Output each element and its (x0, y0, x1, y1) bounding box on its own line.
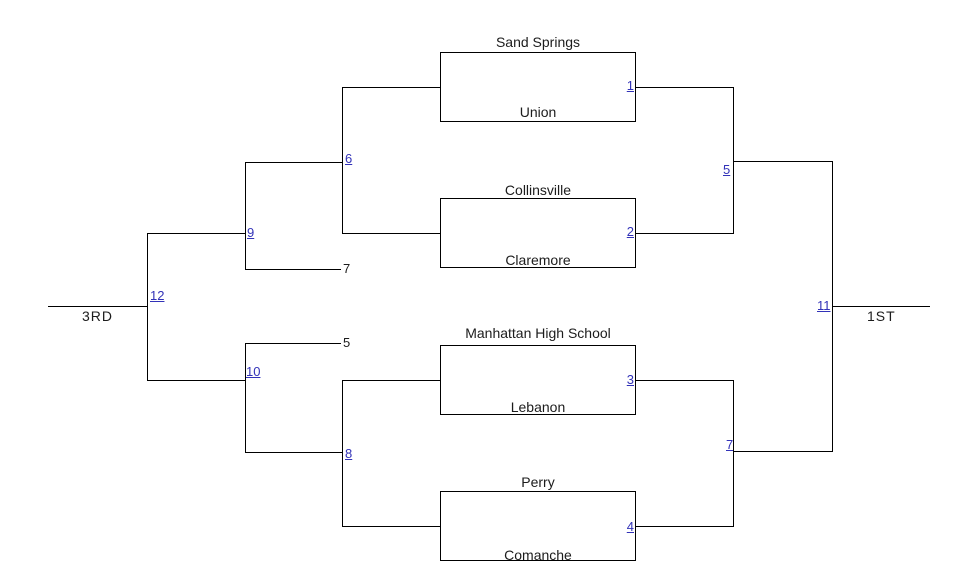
match-1-top-team-label: Sand Springs (495, 34, 581, 50)
match-1-bottom-team-label: Union (519, 104, 557, 120)
line-third-place (48, 306, 147, 307)
match-11-link[interactable]: 11 (817, 298, 831, 313)
match-12-link[interactable]: 12 (150, 288, 165, 303)
match-4-top-team-label: Perry (521, 474, 555, 490)
line-loser-of-7-drop-in (245, 269, 341, 270)
match-3-bottom-team-label: Lebanon (510, 399, 566, 415)
vline-match8-bracket (342, 380, 343, 527)
match-7-link[interactable]: 7 (726, 437, 734, 452)
match-4-box (440, 491, 636, 561)
vline-match6-bracket (342, 87, 343, 234)
line-winner-match5 (733, 161, 832, 162)
line-winner-match2 (636, 233, 733, 234)
vline-match7-bracket (733, 380, 734, 527)
match-6-link[interactable]: 6 (345, 151, 353, 166)
match-4-link[interactable]: 4 (626, 519, 634, 534)
vline-match9-bracket (245, 162, 246, 270)
loser-of-match-7-label: 7 (343, 261, 351, 276)
vline-match11-bracket (832, 161, 833, 452)
match-10-link[interactable]: 10 (246, 364, 261, 379)
third-place-label: 3RD (82, 308, 114, 324)
match-5-link[interactable]: 5 (723, 162, 731, 177)
vline-match12-bracket (147, 233, 148, 381)
line-winner-match4 (636, 526, 733, 527)
line-winner-match3 (636, 380, 733, 381)
match-2-top-team-label: Collinsville (504, 182, 572, 198)
match-2-box (440, 198, 636, 268)
line-winner-match10 (147, 380, 245, 381)
line-winner-match9 (147, 233, 245, 234)
line-winner-match7 (733, 451, 832, 452)
match-1-box (440, 52, 636, 122)
line-winner-match6 (245, 162, 342, 163)
line-first-place (832, 306, 930, 307)
match-3-top-team-label: Manhattan High School (465, 325, 611, 341)
match-1-link[interactable]: 1 (626, 78, 634, 93)
match-8-link[interactable]: 8 (345, 446, 353, 461)
line-loser-drop-match4 (342, 526, 440, 527)
match-3-box (440, 345, 636, 415)
vline-match5-bracket (733, 87, 734, 234)
vline-match10-bracket (245, 343, 246, 453)
loser-of-match-5-label: 5 (343, 335, 351, 350)
match-4-bottom-team-label: Comanche (504, 547, 572, 563)
match-2-link[interactable]: 2 (626, 224, 634, 239)
match-3-link[interactable]: 3 (626, 372, 634, 387)
line-loser-drop-match2 (342, 233, 440, 234)
match-2-bottom-team-label: Claremore (505, 252, 571, 268)
first-place-label: 1ST (867, 308, 896, 324)
match-9-link[interactable]: 9 (247, 225, 255, 240)
line-loser-drop-match1 (342, 87, 440, 88)
line-loser-drop-match3 (342, 380, 440, 381)
line-winner-match1 (636, 87, 733, 88)
line-loser-of-5-drop-in (245, 343, 341, 344)
line-winner-match8 (245, 452, 342, 453)
